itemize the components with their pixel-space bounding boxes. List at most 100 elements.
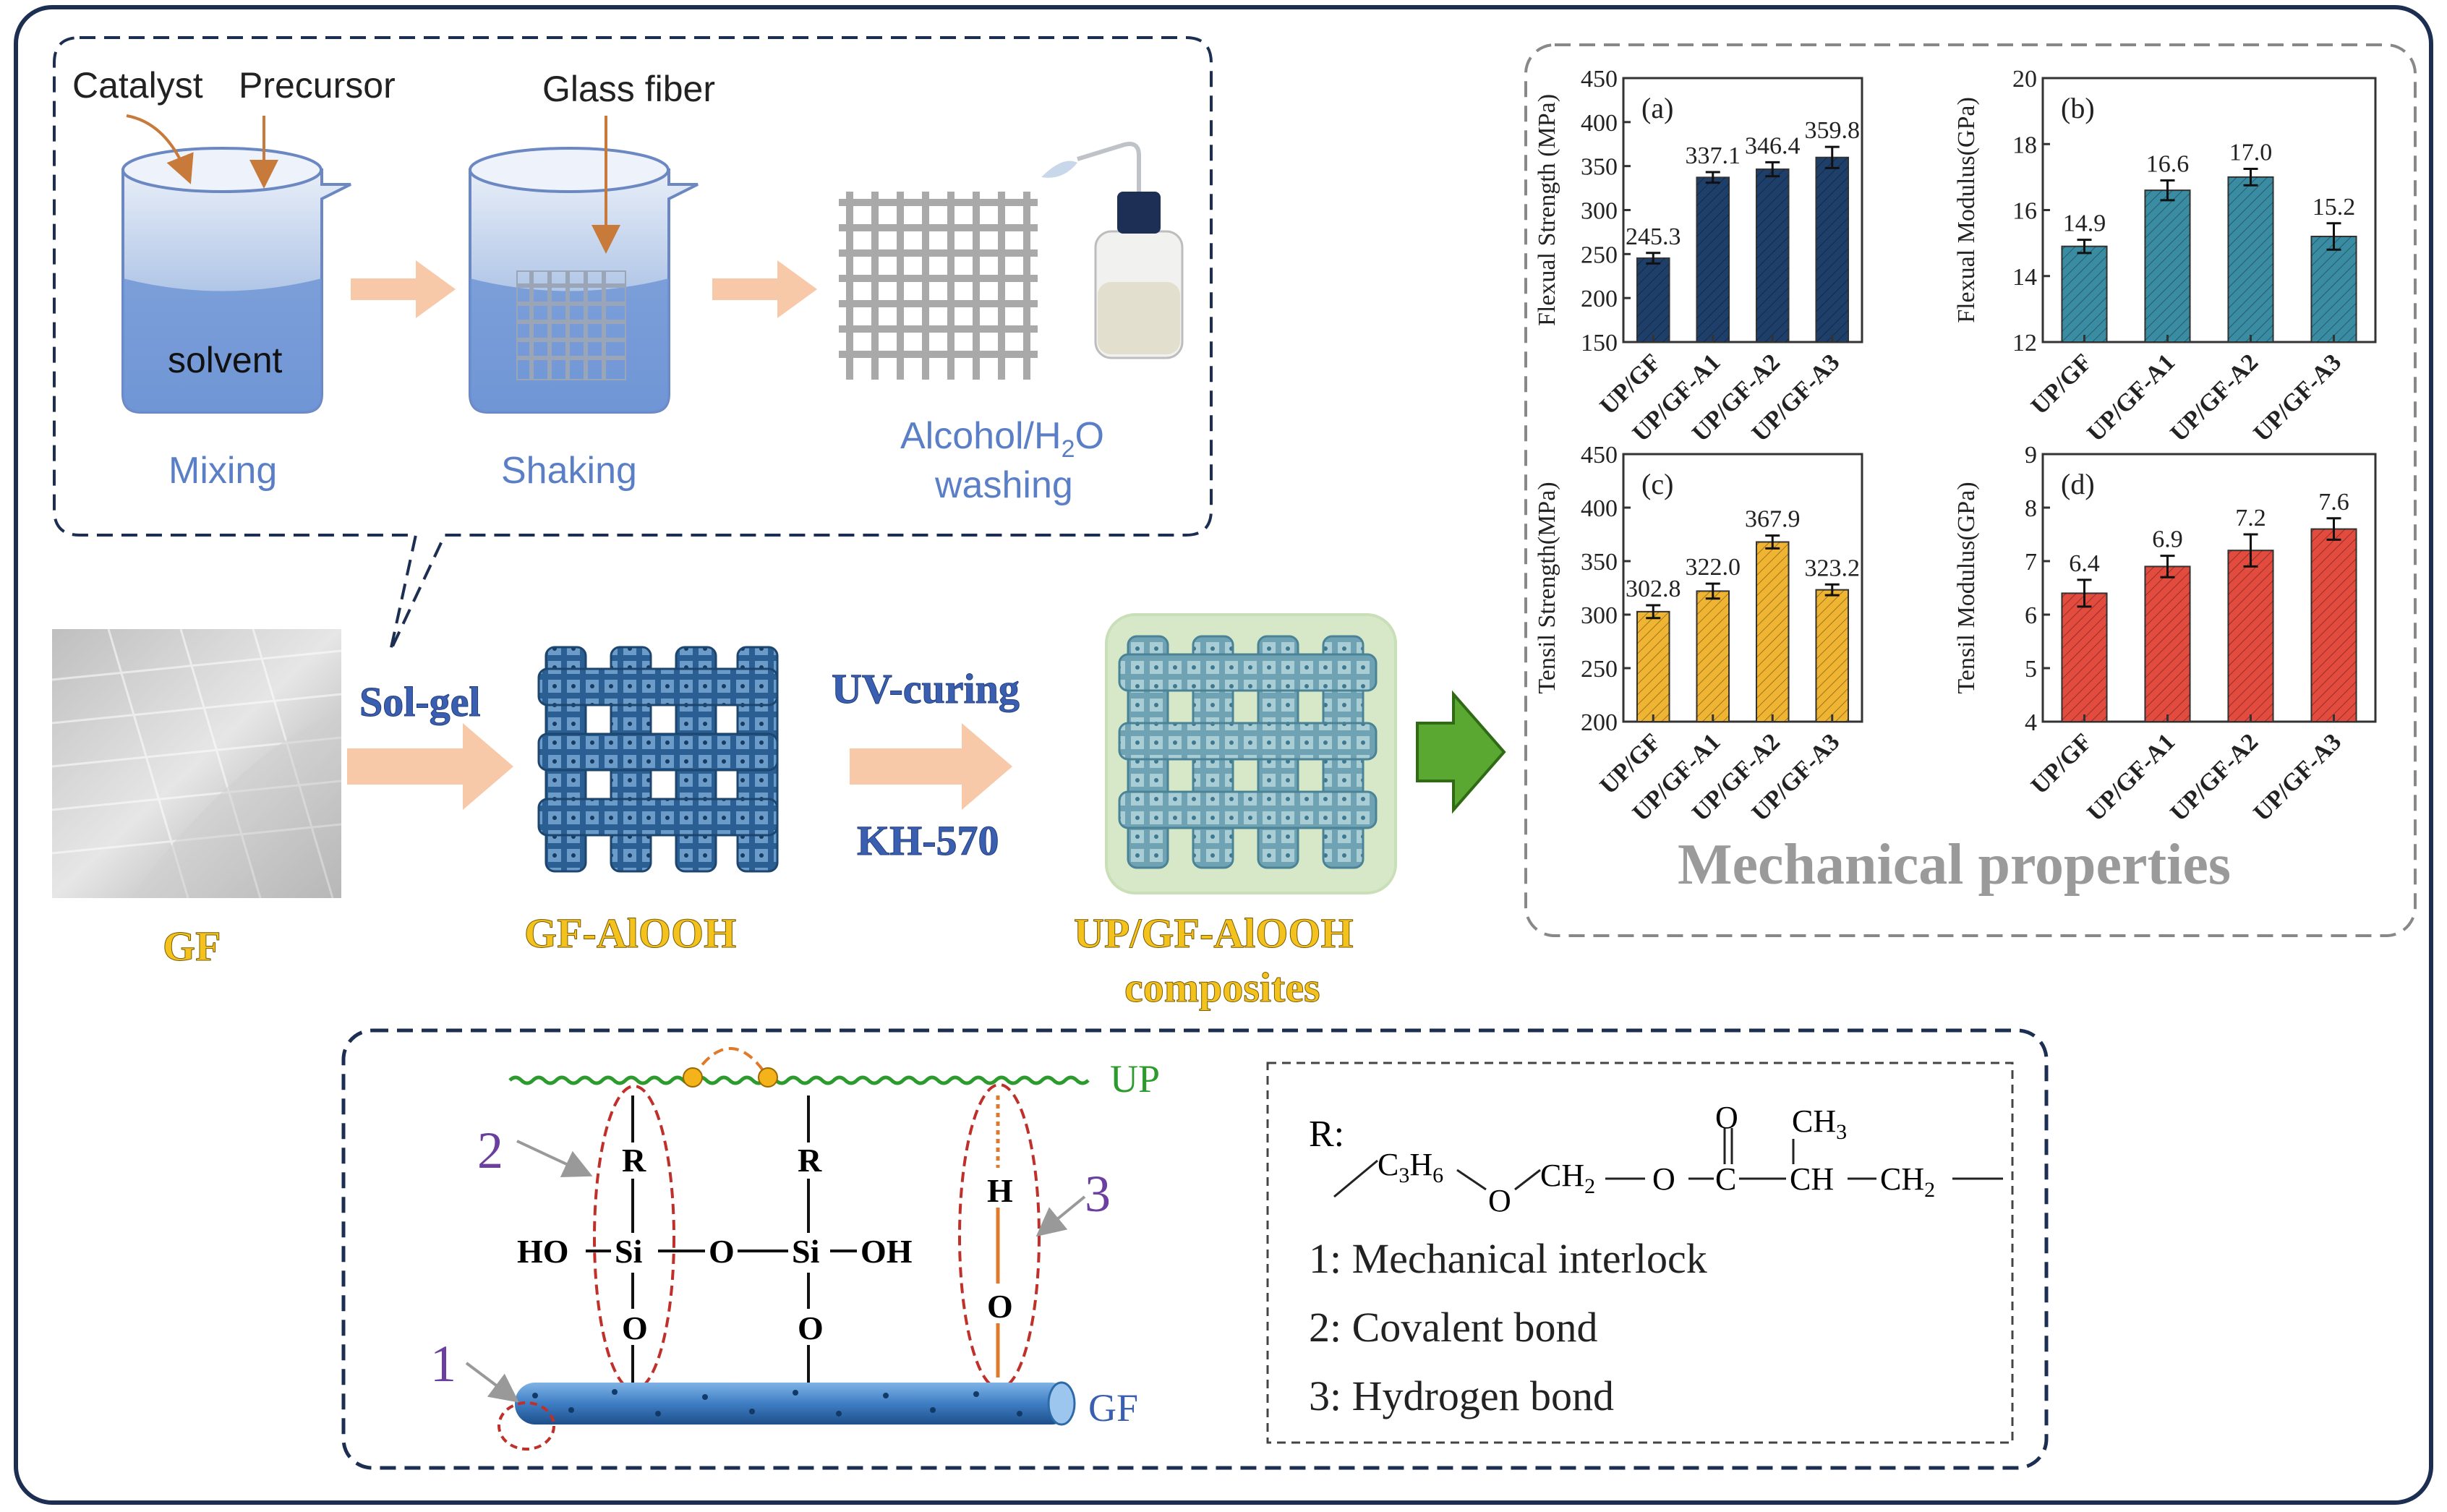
pointer-2 [516, 1140, 593, 1177]
data-label: 16.6 [2146, 150, 2190, 177]
composite-weave [1105, 613, 1397, 894]
y-tick-label: 18 [2012, 132, 2037, 158]
bond-lines [586, 1095, 857, 1385]
green-arrow [1416, 690, 1506, 814]
data-label: 14.9 [2063, 210, 2106, 237]
ho-label: HO [517, 1233, 569, 1270]
composite-label-2: composites [1124, 964, 1320, 1011]
data-label: 7.6 [2318, 489, 2349, 516]
washing-label-line2: washing [934, 464, 1073, 506]
r-formula-o2: O [1652, 1161, 1675, 1197]
data-label: 245.3 [1626, 223, 1681, 250]
r-formula-ch3: CH3 [1792, 1103, 1847, 1144]
y-tick-label: 200 [1581, 709, 1618, 736]
bar-hatch [2311, 236, 2357, 342]
x-tick-label: UP/GF-A2 [2165, 349, 2263, 447]
legend-item-3: 3: Hydrogen bond [1309, 1372, 1614, 1419]
y-tick-label: 450 [1581, 442, 1618, 469]
bar-hatch [1696, 591, 1730, 722]
data-label: 322.0 [1686, 554, 1741, 581]
y-tick-label: 12 [2012, 330, 2037, 356]
flow-arrow-1 [347, 723, 513, 810]
r-formula-ch: CH [1790, 1161, 1834, 1197]
data-label: 6.4 [2069, 550, 2100, 577]
data-label: 17.0 [2229, 139, 2273, 166]
y-tick-label: 6 [2025, 602, 2037, 629]
gf-fiber [515, 1381, 1076, 1426]
data-label: 346.4 [1745, 132, 1801, 159]
uv-curing-label: UV-curing [832, 665, 1020, 712]
data-label: 6.9 [2152, 526, 2183, 553]
y-tick-label: 200 [1581, 286, 1618, 312]
legend-box [1266, 1062, 2014, 1444]
bar-hatch [1816, 589, 1849, 722]
catalyst-arrow [126, 114, 194, 184]
bar-hatch [2311, 529, 2357, 722]
bar-hatch [1696, 177, 1730, 342]
o-hbond: O [987, 1288, 1013, 1325]
process-arrow-2 [712, 260, 817, 318]
y-tick-label: 350 [1581, 549, 1618, 576]
kh570-label: KH-570 [857, 817, 999, 864]
panel-label: (a) [1641, 92, 1673, 124]
y-axis-label: Flexual Modulus(GPa) [1953, 97, 1980, 323]
si-left: Si [615, 1233, 643, 1270]
bar-hatch [1816, 157, 1849, 342]
gf-interface-label: GF [1088, 1386, 1138, 1430]
shaking-label: Shaking [501, 450, 637, 492]
legend-item-2: 2: Covalent bond [1309, 1304, 1598, 1351]
oh-label: OH [860, 1233, 913, 1270]
data-label: 7.2 [2235, 505, 2266, 531]
bar-hatch [2228, 176, 2273, 342]
bar-hatch [2145, 190, 2190, 342]
y-tick-label: 20 [2012, 66, 2037, 93]
solvent-label: solvent [168, 340, 283, 380]
bar-hatch [2062, 593, 2107, 722]
r-formula-o3: O [1715, 1100, 1738, 1135]
y-tick-label: 450 [1581, 66, 1618, 93]
data-label: 337.1 [1686, 142, 1741, 169]
up-chain [508, 1075, 1090, 1085]
data-label: 367.9 [1745, 506, 1801, 533]
composite-label-1: UP/GF-AlOOH [1074, 910, 1354, 957]
y-tick-label: 8 [2025, 495, 2037, 522]
data-label: 359.8 [1805, 117, 1861, 144]
up-label: UP [1110, 1057, 1160, 1101]
interface-box [341, 1028, 2049, 1470]
num-1-label: 1 [430, 1335, 456, 1393]
outer-frame [14, 5, 2433, 1505]
wash-bottle-icon [1041, 142, 1184, 359]
bar-hatch [1756, 542, 1789, 722]
y-tick-label: 9 [2025, 442, 2037, 469]
gf-alooh-weave [535, 636, 781, 882]
catalyst-label: Catalyst [72, 65, 203, 106]
num-3-label: 3 [1085, 1165, 1111, 1223]
y-tick-label: 300 [1581, 198, 1618, 225]
panel-label: (b) [2061, 92, 2095, 124]
num-2-label: 2 [477, 1122, 503, 1179]
r-structure-lines [1333, 1128, 2003, 1198]
x-tick-label: UP/GF-A3 [2248, 728, 2346, 827]
plot-frame [1622, 453, 1863, 723]
crosslink-dot-2 [758, 1067, 778, 1088]
y-tick-label: 14 [2012, 264, 2037, 291]
panel-label: (d) [2061, 468, 2095, 500]
flow-arrow-2 [850, 723, 1012, 810]
gf-alooh-label: GF-AlOOH [524, 910, 736, 957]
crosslink-dot-1 [683, 1067, 703, 1088]
legend-item-1: 1: Mechanical interlock [1309, 1235, 1707, 1282]
y-tick-label: 150 [1581, 330, 1618, 356]
interlock-circle [497, 1401, 555, 1451]
y-tick-label: 5 [2025, 656, 2037, 683]
data-label: 15.2 [2313, 194, 2356, 221]
r-formula-c: C [1715, 1161, 1736, 1197]
pointer-1 [465, 1362, 519, 1403]
y-tick-label: 400 [1581, 495, 1618, 522]
y-tick-label: 4 [2025, 709, 2037, 736]
washing-label-line1: Alcohol/H2O [900, 415, 1104, 463]
crosslink-arc [691, 1047, 769, 1079]
r-formula-ch2b: CH2 [1880, 1161, 1935, 1202]
